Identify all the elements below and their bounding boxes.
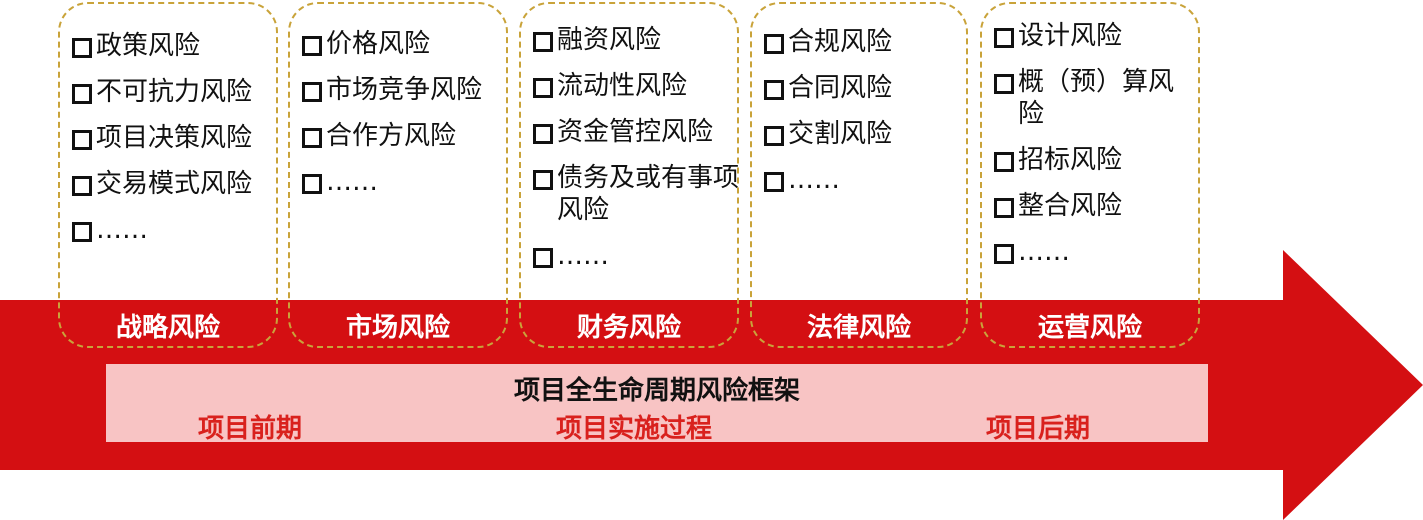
risk-item-label: 价格风险 (326, 29, 431, 59)
risk-item: …… (72, 214, 272, 246)
risk-item-label: 市场竞争风险 (326, 75, 483, 105)
checkbox-icon (72, 222, 92, 242)
risk-item: 政策风险 (72, 30, 272, 62)
checkbox-icon (72, 84, 92, 104)
checkbox-icon (302, 36, 322, 56)
checkbox-icon (72, 176, 92, 196)
risk-item: 招标风险 (994, 144, 1194, 176)
risk-column-market: 价格风险 市场竞争风险 合作方风险 …… 市场风险 (288, 2, 508, 348)
column-title: 市场风险 (345, 313, 450, 343)
risk-item: 价格风险 (302, 28, 502, 60)
checkbox-icon (994, 28, 1014, 48)
risk-item-label: 合作方风险 (326, 121, 457, 151)
risk-item-label: 合规风险 (788, 27, 893, 57)
checkbox-icon (764, 34, 784, 54)
risk-item-label: 整合风险 (1018, 191, 1123, 221)
risk-item: …… (533, 240, 733, 272)
checkbox-icon (72, 38, 92, 58)
risk-item-label: …… (557, 241, 609, 271)
risk-item: 设计风险 (994, 20, 1194, 52)
risk-item-list: 价格风险 市场竞争风险 合作方风险 …… (302, 28, 502, 212)
risk-item: 整合风险 (994, 190, 1194, 222)
risk-item: 概（预）算风险 (994, 66, 1178, 130)
risk-item: 流动性风险 (533, 70, 733, 102)
checkbox-icon (533, 124, 553, 144)
risk-item-label: 概（预）算风险 (1018, 67, 1175, 129)
risk-item-label: 流动性风险 (557, 71, 688, 101)
risk-item-list: 融资风险 流动性风险 资金管控风险 债务及或有事项风险 …… (533, 24, 739, 286)
risk-item-label: 设计风险 (1018, 21, 1123, 51)
risk-item-label: 交易模式风险 (96, 169, 253, 199)
risk-item: 不可抗力风险 (72, 76, 272, 108)
risk-item-label: 招标风险 (1018, 145, 1123, 175)
checkbox-icon (764, 126, 784, 146)
risk-item-list: 政策风险 不可抗力风险 项目决策风险 交易模式风险 …… (72, 30, 272, 260)
checkbox-icon (764, 172, 784, 192)
checkbox-icon (302, 82, 322, 102)
phase-implementation: 项目实施过程 (556, 414, 713, 444)
phase-late: 项目后期 (986, 414, 1091, 444)
checkbox-icon (533, 78, 553, 98)
risk-item-label: 政策风险 (96, 31, 201, 61)
risk-item: …… (994, 236, 1194, 268)
risk-item: …… (764, 164, 962, 196)
checkbox-icon (764, 80, 784, 100)
risk-column-operations: 设计风险 概（预）算风险 招标风险 整合风险 …… 运营风险 (980, 2, 1200, 348)
risk-column-legal: 合规风险 合同风险 交割风险 …… 法律风险 (750, 2, 968, 348)
risk-item-label: …… (788, 165, 840, 195)
risk-item-label: 合同风险 (788, 73, 893, 103)
risk-item-label: 资金管控风险 (557, 117, 714, 147)
risk-item: 合作方风险 (302, 120, 502, 152)
checkbox-icon (302, 128, 322, 148)
risk-item-label: 债务及或有事项风险 (557, 163, 740, 225)
risk-item: 债务及或有事项风险 (533, 162, 747, 226)
risk-item: 合同风险 (764, 72, 962, 104)
risk-item-list: 设计风险 概（预）算风险 招标风险 整合风险 …… (994, 20, 1194, 282)
risk-item-label: …… (96, 215, 148, 245)
framework-title: 项目全生命周期风险框架 (513, 376, 800, 406)
checkbox-icon (533, 32, 553, 52)
risk-item-label: 融资风险 (557, 25, 662, 55)
risk-item-label: 项目决策风险 (96, 123, 253, 153)
column-title: 财务风险 (576, 313, 681, 343)
column-title: 战略风险 (115, 313, 220, 343)
risk-item-list: 合规风险 合同风险 交割风险 …… (764, 26, 962, 210)
checkbox-icon (994, 74, 1014, 94)
risk-item: 市场竞争风险 (302, 74, 502, 106)
risk-item: 资金管控风险 (533, 116, 733, 148)
risk-item: 项目决策风险 (72, 122, 272, 154)
checkbox-icon (302, 174, 322, 194)
checkbox-icon (994, 198, 1014, 218)
phase-early: 项目前期 (198, 414, 303, 444)
checkbox-icon (994, 244, 1014, 264)
risk-item: …… (302, 166, 502, 198)
checkbox-icon (994, 152, 1014, 172)
checkbox-icon (533, 248, 553, 268)
risk-column-finance: 融资风险 流动性风险 资金管控风险 债务及或有事项风险 …… 财务风险 (519, 2, 739, 348)
column-title: 法律风险 (806, 313, 911, 343)
risk-item: 交易模式风险 (72, 168, 272, 200)
risk-item-label: 不可抗力风险 (96, 77, 253, 107)
risk-item: 合规风险 (764, 26, 962, 58)
column-title: 运营风险 (1037, 313, 1142, 343)
risk-item: 交割风险 (764, 118, 962, 150)
risk-item-label: …… (326, 167, 378, 197)
risk-column-strategy: 政策风险 不可抗力风险 项目决策风险 交易模式风险 …… 战略风险 (58, 2, 278, 348)
framework-band: 项目全生命周期风险框架 项目前期 项目实施过程 项目后期 (106, 364, 1208, 444)
risk-item-label: 交割风险 (788, 119, 893, 149)
risk-item: 融资风险 (533, 24, 733, 56)
checkbox-icon (72, 130, 92, 150)
checkbox-icon (533, 170, 553, 190)
risk-item-label: …… (1018, 237, 1070, 267)
